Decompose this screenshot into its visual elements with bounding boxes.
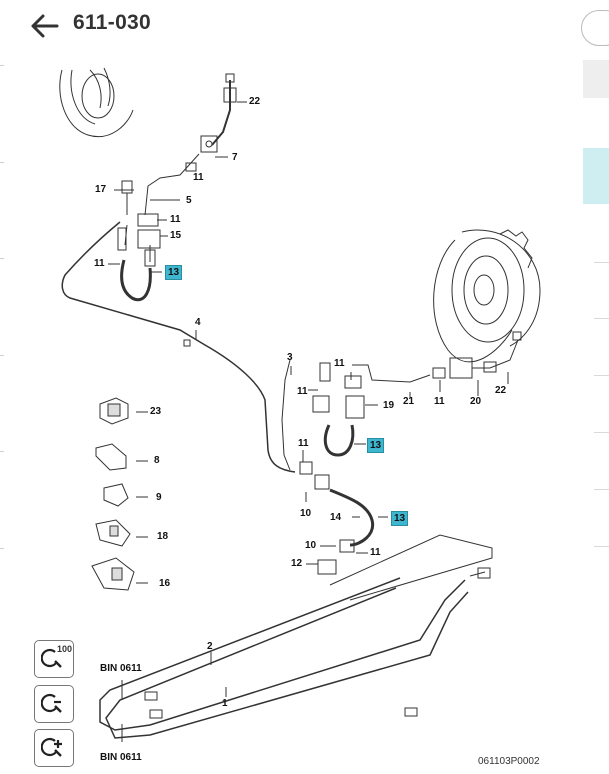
callout-label[interactable]: 18: [157, 531, 169, 542]
callout-label[interactable]: 5: [186, 195, 192, 206]
callout-label[interactable]: 23: [150, 406, 162, 417]
page-title: 611-030: [73, 11, 152, 34]
divider: [0, 258, 4, 259]
callout-label[interactable]: 2: [207, 641, 213, 652]
divider: [0, 65, 4, 66]
zoom-out-icon: [41, 693, 62, 713]
divider: [594, 489, 609, 490]
callout-label[interactable]: 12: [291, 558, 303, 569]
callout-label-highlighted[interactable]: 13: [165, 265, 183, 280]
callout-label[interactable]: 20: [470, 396, 482, 407]
brake-disc-front-right: [433, 229, 541, 363]
callout-label[interactable]: 10: [300, 508, 312, 519]
divider: [594, 318, 609, 319]
divider: [594, 432, 609, 433]
brake-disc-front-left: [59, 67, 134, 138]
zoom-in-button[interactable]: [34, 729, 74, 767]
header: 611-030: [0, 0, 609, 52]
callout-label[interactable]: 21: [403, 396, 415, 407]
zoom-level-label: 100: [57, 644, 73, 654]
callout-label[interactable]: 22: [495, 385, 507, 396]
bin-label: BIN 0611: [100, 663, 142, 674]
callout-label[interactable]: 11: [334, 358, 345, 369]
back-arrow-icon[interactable]: [30, 12, 60, 40]
callout-label[interactable]: 3: [287, 352, 293, 363]
zoom-out-button[interactable]: [34, 685, 74, 723]
divider: [594, 546, 609, 547]
callout-label[interactable]: 15: [170, 230, 182, 241]
callout-label[interactable]: 11: [297, 386, 308, 397]
callout-label[interactable]: 11: [94, 258, 105, 269]
callout-label[interactable]: 1: [222, 698, 228, 709]
zoom-reset-button[interactable]: 100: [34, 640, 74, 678]
callout-label[interactable]: 22: [249, 96, 261, 107]
right-panel-tab-active[interactable]: [583, 148, 609, 204]
callout-label[interactable]: 11: [370, 547, 381, 558]
callout-label[interactable]: 11: [170, 214, 181, 225]
divider: [0, 451, 4, 452]
divider: [0, 162, 4, 163]
callout-label-highlighted[interactable]: 13: [367, 438, 385, 453]
callout-label[interactable]: 11: [434, 396, 445, 407]
callout-label[interactable]: 17: [95, 184, 107, 195]
divider: [594, 262, 609, 263]
divider: [0, 548, 4, 549]
callout-label[interactable]: 11: [298, 438, 309, 449]
callout-label[interactable]: 4: [195, 317, 201, 328]
callout-label[interactable]: 11: [193, 172, 204, 183]
callout-label[interactable]: 7: [232, 152, 238, 163]
callout-label[interactable]: 14: [330, 512, 342, 523]
search-pill-button[interactable]: [581, 10, 609, 46]
diagram-code: 061103P0002: [478, 756, 540, 767]
callout-label[interactable]: 10: [305, 540, 317, 551]
callout-label[interactable]: 19: [383, 400, 395, 411]
callout-label-highlighted[interactable]: 13: [391, 511, 409, 526]
callout-label[interactable]: 9: [156, 492, 162, 503]
callout-label[interactable]: 8: [154, 455, 160, 466]
divider: [594, 375, 609, 376]
bin-label: BIN 0611: [100, 752, 142, 763]
zoom-in-icon: [41, 737, 62, 757]
divider: [0, 355, 4, 356]
right-panel-tab[interactable]: [583, 60, 609, 98]
zoom-icon: [41, 648, 62, 668]
callout-label[interactable]: 16: [159, 578, 171, 589]
